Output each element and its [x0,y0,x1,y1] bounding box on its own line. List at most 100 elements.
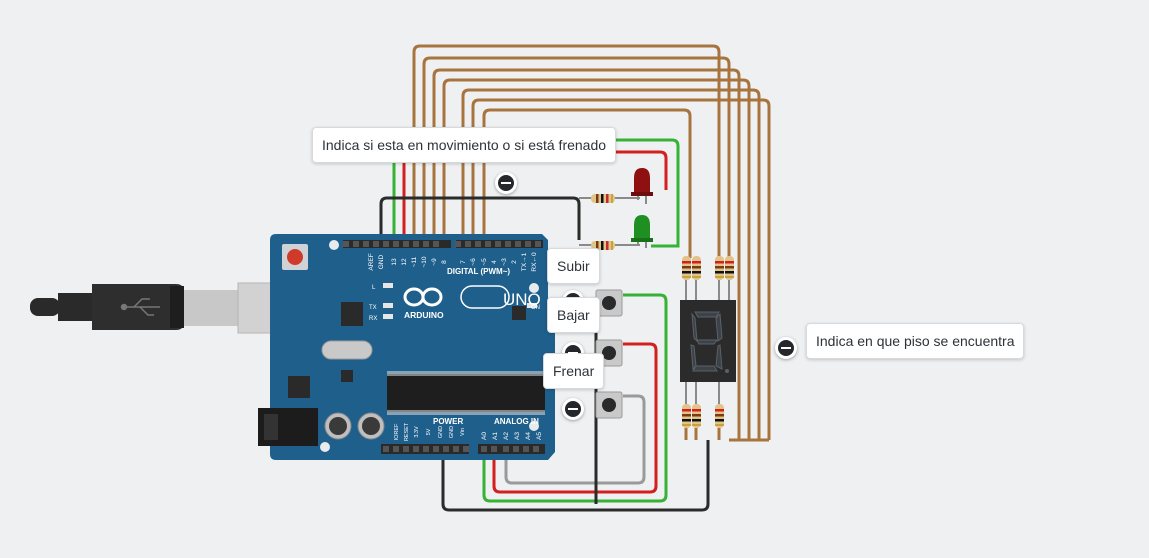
note-floor[interactable]: Indica en que piso se encuentra [806,323,1025,359]
arduino-logo [403,287,443,307]
digital-pin-label: AREF [368,253,375,270]
analog-pin-label: A5 [536,432,543,440]
pin-hole[interactable] [503,446,509,452]
analog-pin-label: A3 [514,432,521,440]
resistor[interactable] [692,404,701,428]
usb-icon [120,298,160,316]
resistor[interactable] [725,256,734,280]
uno-label: UNO [503,290,541,309]
analog-header-label: ANALOG IN [494,417,539,426]
resistor[interactable] [682,256,691,280]
resistor[interactable] [715,256,724,280]
pin-hole[interactable] [491,446,497,452]
resistor[interactable] [715,404,724,428]
note-subir-text: Subir [557,258,590,274]
button-frenar[interactable] [595,391,623,419]
pin-hole[interactable] [495,241,501,247]
pin-hole[interactable] [363,241,369,247]
arduino-label: ARDUINO [404,310,444,320]
resistor[interactable] [692,256,701,280]
led-resistors[interactable] [579,194,640,250]
rx-led-label: RX [369,316,377,322]
digital-pin-label: 7 [460,260,467,264]
segment-wires[interactable] [412,44,771,442]
power-pin-label: GND [449,426,455,438]
arduino-board[interactable] [258,234,555,460]
digital-pin-label: RX←0 [531,252,538,272]
l-led-label: L [372,285,376,291]
pin-hole[interactable] [533,446,539,452]
digital-pin-holes[interactable] [343,241,541,247]
pin-hole[interactable] [433,241,439,247]
button-subir[interactable] [595,289,623,317]
pin-hole[interactable] [485,241,491,247]
pin-hole[interactable] [475,241,481,247]
power-pin-label: IOREF [394,423,400,440]
digital-pin-label: 2 [511,260,518,264]
pin-hole[interactable] [373,241,379,247]
digital-pin-label: ~5 [481,258,488,266]
segment-resistors[interactable] [682,256,734,440]
note-status[interactable]: Indica si esta en movimiento o si está f… [312,127,617,163]
tx-led-label: TX [369,305,377,311]
note-subir[interactable]: Subir [547,248,600,284]
seven-segment-display[interactable] [680,300,736,382]
pin-hole[interactable] [513,446,519,452]
pin-hole[interactable] [413,241,419,247]
display-digit: 8 [0,0,1,1]
pin-hole[interactable] [523,446,529,452]
analog-pin-label: A4 [525,432,532,440]
resistor[interactable] [682,404,691,428]
digital-pin-label: TX→1 [521,252,528,271]
power-pin-label: Vin [460,428,466,436]
usb-cable[interactable] [30,282,313,334]
digital-pin-label: ~3 [501,258,508,266]
pin-hole[interactable] [535,241,541,247]
digital-pin-label: 8 [441,260,448,264]
digital-pin-label: ~6 [470,258,477,266]
pin-hole[interactable] [403,446,409,452]
note-frenar-text: Frenar [553,363,595,379]
pin-hole[interactable] [413,446,419,452]
power-header-label: POWER [433,417,463,426]
pin-hole[interactable] [353,241,359,247]
analog-pin-label: A0 [481,432,488,440]
green-led[interactable] [631,215,653,248]
note-status-pin-icon[interactable] [495,172,517,194]
pin-hole[interactable] [393,241,399,247]
note-bajar[interactable]: Bajar [547,297,600,333]
power-pin-label: 3.3V [414,426,420,438]
pin-hole[interactable] [343,241,349,247]
power-pin-label: RESET [404,422,410,441]
note-frenar-pin-icon[interactable] [562,398,584,420]
pin-hole[interactable] [423,241,429,247]
pin-hole[interactable] [433,446,439,452]
lower-pin-holes[interactable] [383,446,539,452]
pin-hole[interactable] [393,446,399,452]
pin-hole[interactable] [455,241,461,247]
pin-hole[interactable] [383,446,389,452]
pin-hole[interactable] [453,446,459,452]
pin-hole[interactable] [403,241,409,247]
digital-pin-label: ~11 [411,256,418,267]
pin-hole[interactable] [465,241,471,247]
pin-hole[interactable] [481,446,487,452]
pin-hole[interactable] [443,446,449,452]
note-floor-text: Indica en que piso se encuentra [816,333,1015,349]
on-label: ON [531,305,540,311]
pin-hole[interactable] [463,446,469,452]
pin-hole[interactable] [515,241,521,247]
note-frenar[interactable]: Frenar [543,353,605,389]
pin-hole[interactable] [505,241,511,247]
uno-logo-frame [460,285,510,309]
pin-hole[interactable] [525,241,531,247]
led-wires[interactable] [379,138,680,248]
pin-hole[interactable] [383,241,389,247]
digital-pin-label: 4 [491,260,498,264]
power-pin-label: GND [438,426,444,438]
pin-hole[interactable] [423,446,429,452]
note-floor-pin-icon[interactable] [775,337,797,359]
